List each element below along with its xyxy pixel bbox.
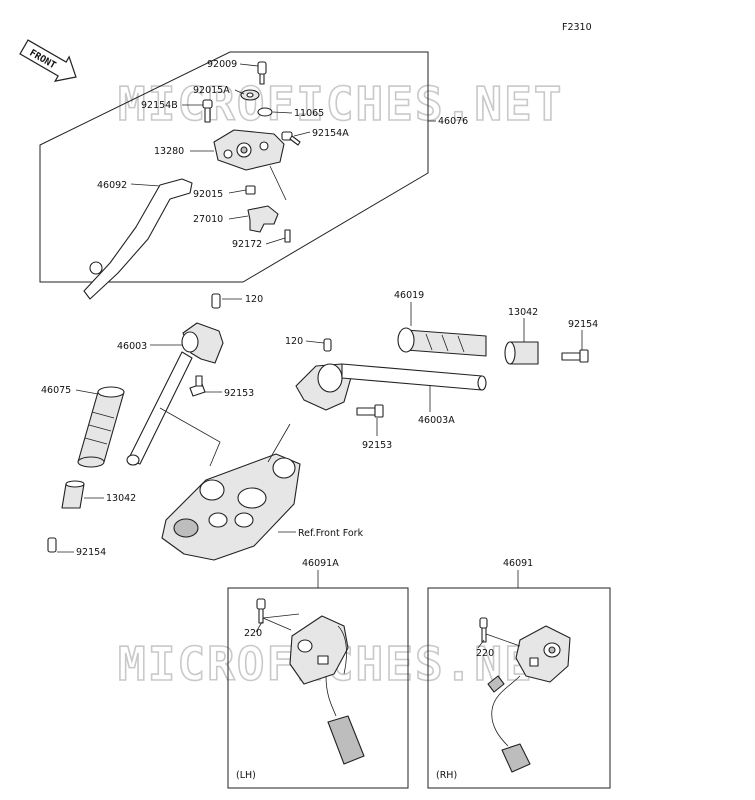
label-13280: 13280 bbox=[154, 146, 184, 157]
leader-lines-middle bbox=[57, 298, 583, 553]
master-cylinder-group bbox=[83, 61, 301, 300]
label-46091: 46091 bbox=[503, 558, 533, 569]
label-46019: 46019 bbox=[394, 290, 424, 301]
label-92153-left: 92153 bbox=[224, 388, 254, 399]
label-92154-right: 92154 bbox=[568, 319, 598, 330]
labels-upper: 92009 92015A 92154B 11065 92154A 46076 1… bbox=[97, 59, 468, 250]
label-120-left: 120 bbox=[245, 294, 263, 305]
handlebar-group bbox=[47, 293, 589, 561]
label-13042-left: 13042 bbox=[106, 493, 136, 504]
label-46076: 46076 bbox=[438, 116, 468, 127]
label-46075: 46075 bbox=[41, 385, 71, 396]
assembly-frame-46076 bbox=[39, 51, 429, 283]
label-120-right: 120 bbox=[285, 336, 303, 347]
label-92015a: 92015A bbox=[193, 85, 230, 96]
label-46092: 46092 bbox=[97, 180, 127, 191]
label-46091a: 46091A bbox=[302, 558, 339, 569]
label-92154a: 92154A bbox=[312, 128, 349, 139]
label-92153-right: 92153 bbox=[362, 440, 392, 451]
label-220-left: 220 bbox=[244, 628, 262, 639]
lh-switch-housing bbox=[255, 598, 365, 765]
label-11065: 11065 bbox=[294, 108, 324, 119]
label-92015: 92015 bbox=[193, 189, 223, 200]
label-92154b: 92154B bbox=[141, 100, 178, 111]
diagram-code: F2310 bbox=[562, 22, 592, 33]
label-46003a: 46003A bbox=[418, 415, 455, 426]
lh-switch-frame bbox=[227, 587, 409, 789]
label-46003: 46003 bbox=[117, 341, 147, 352]
rh-switch-housing bbox=[477, 617, 571, 773]
label-220-right: 220 bbox=[476, 648, 494, 659]
label-92172: 92172 bbox=[232, 239, 262, 250]
label-27010: 27010 bbox=[193, 214, 223, 225]
lh-side-label: (LH) bbox=[236, 770, 256, 781]
label-13042-right: 13042 bbox=[508, 307, 538, 318]
watermark-top: MICROFICHES.NET bbox=[118, 77, 563, 131]
leader-lines-upper bbox=[130, 63, 436, 245]
rh-side-label: (RH) bbox=[436, 770, 457, 781]
rh-switch-frame bbox=[427, 587, 611, 789]
label-92154-left: 92154 bbox=[76, 547, 106, 558]
label-92009: 92009 bbox=[207, 59, 237, 70]
labels-middle: 120 46003 92153 46075 13042 92154 120 46… bbox=[41, 290, 598, 558]
front-arrow-icon: FRONT bbox=[19, 39, 77, 82]
ref-front-fork-note: Ref.Front Fork bbox=[298, 528, 364, 539]
